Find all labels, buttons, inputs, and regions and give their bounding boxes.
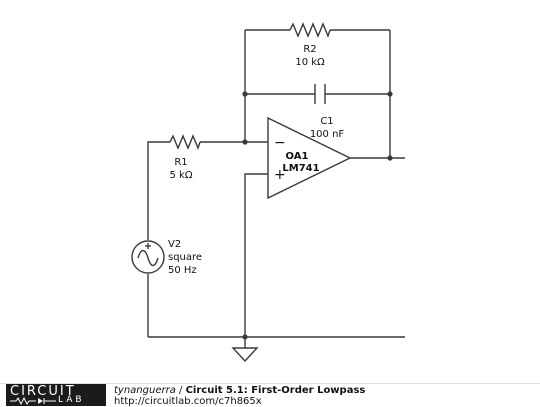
- c1-value: 100 nF: [310, 129, 345, 140]
- opamp-plus-sign: +: [274, 167, 286, 183]
- footer-separator: /: [175, 385, 186, 396]
- v2-freq: 50 Hz: [168, 265, 197, 276]
- capacitor-c1-icon: [314, 84, 326, 104]
- r1-name: R1: [174, 157, 187, 168]
- wire-noninverting: [244, 173, 268, 337]
- v2-wave: square: [168, 252, 202, 263]
- circuitlab-logo[interactable]: CIRCUIT LAB: [6, 384, 106, 406]
- logo-text-top: CIRCUIT: [10, 384, 76, 399]
- oa1-value: LM741: [282, 163, 319, 174]
- wire-r1-to-source: [147, 141, 170, 240]
- logo-circuit-icon: [10, 397, 56, 405]
- junction-dot: [387, 155, 393, 161]
- v2-name: V2: [168, 239, 181, 250]
- circuit-title: Circuit 5.1: First-Order Lowpass: [185, 385, 366, 396]
- c1-name: C1: [320, 116, 333, 127]
- logo-text-bottom: LAB: [58, 395, 85, 405]
- r2-value: 10 kΩ: [295, 57, 325, 68]
- footer-caption: tynanguerra / Circuit 5.1: First-Order L…: [114, 385, 365, 407]
- oa1-name: OA1: [286, 151, 309, 162]
- junction-dot: [242, 139, 248, 145]
- opamp-minus-sign: −: [274, 135, 286, 151]
- r2-name: R2: [303, 44, 316, 55]
- author-link[interactable]: tynanguerra: [114, 385, 176, 396]
- junction-dot: [242, 334, 248, 340]
- circuit-url[interactable]: http://circuitlab.com/c7h865x: [114, 396, 262, 407]
- resistor-r1-icon: [169, 134, 201, 150]
- footer-title-line: tynanguerra / Circuit 5.1: First-Order L…: [114, 385, 365, 396]
- resistor-r2-icon: [289, 22, 331, 38]
- junctions: [242, 91, 393, 340]
- wires: [147, 29, 405, 348]
- r1-value: 5 kΩ: [170, 170, 193, 181]
- opamp-oa1-icon: [267, 116, 352, 200]
- junction-dot: [387, 91, 393, 97]
- voltage-source-v2-icon: [131, 240, 165, 274]
- ground-icon: [231, 347, 259, 363]
- junction-dot: [242, 91, 248, 97]
- footer-bar: CIRCUIT LAB tynanguerra / Circuit 5.1: F…: [0, 383, 540, 407]
- circuit-schematic: R2 10 kΩ C1 100 nF R1 5 kΩ − + OA1 LM741…: [131, 22, 405, 363]
